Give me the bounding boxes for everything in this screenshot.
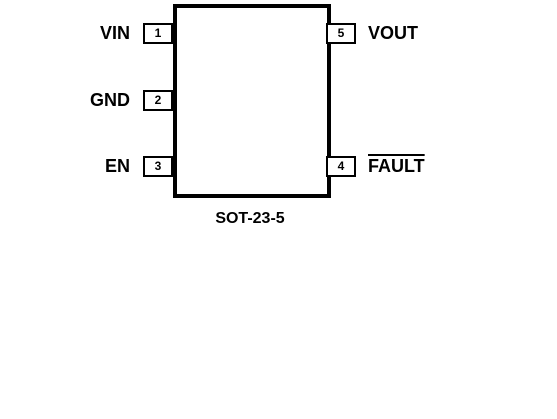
pin-5-box: 5 [326,23,356,44]
pin-label-gnd: GND [90,90,130,110]
package-name: SOT-23-5 [215,210,285,227]
pin-label-vout: VOUT [368,23,419,43]
pin-1-box: 1 [143,23,173,44]
pin-label-en: EN [104,156,130,176]
pin-3-box: 3 [143,156,173,177]
ic-package-body [173,4,331,198]
pin-4-box: 4 [326,156,356,177]
pin-label-vin: VIN [99,23,130,43]
pin-label-fault: FAULT [368,156,425,176]
pin-2-box: 2 [143,90,173,111]
